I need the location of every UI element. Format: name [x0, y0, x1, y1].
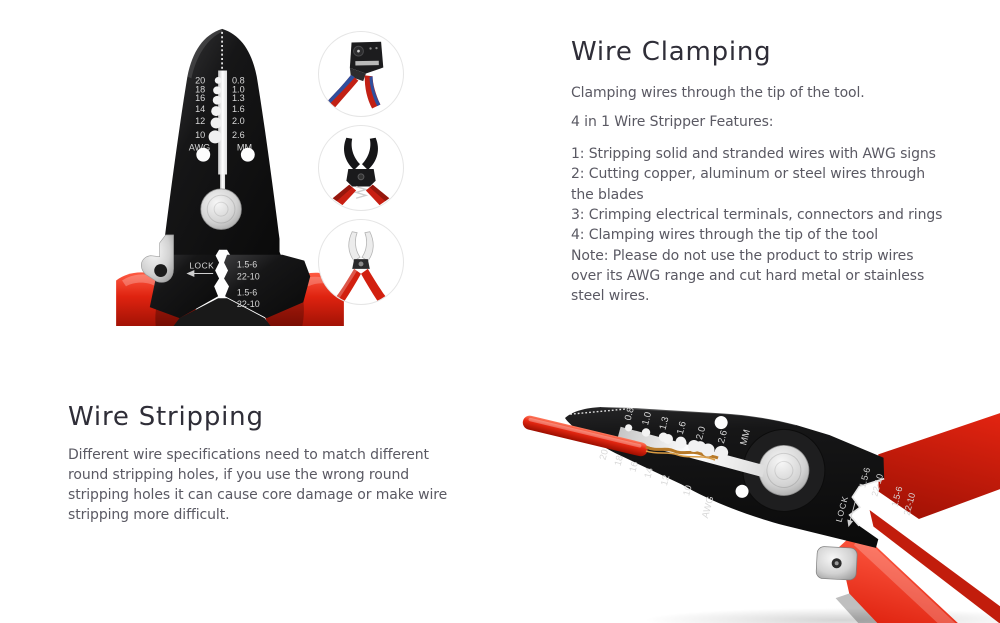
- feature-item: 3: Crimping electrical terminals, connec…: [571, 206, 943, 223]
- wire: [522, 415, 719, 461]
- red-handles: [835, 364, 1000, 623]
- lock-label: LOCK: [189, 261, 214, 271]
- mm-marking: 2.0: [232, 116, 245, 126]
- wire-clamping-title: Wire Clamping: [571, 37, 772, 67]
- rivet-hole: [714, 416, 728, 430]
- lock-arrow-icon: [186, 270, 214, 277]
- awg-marking: 10: [195, 130, 205, 140]
- mm-marking: 0.8: [232, 75, 245, 85]
- stripping-slot: [208, 70, 228, 193]
- range-markings: 1.5-6 22-10 1.5-6 22-10: [237, 260, 260, 310]
- wire-clamping-section: Wire Clamping Clamping wires through the…: [571, 36, 943, 306]
- diagonal-stripper-image: 0.8 1.0 1.3 1.6 2.0 2.6 MM 20 18 16 14 1…: [520, 348, 1000, 623]
- vertical-stripper-image: 20 18 16 14 12 10 AWG 0.8 1.0 1.3 1.6 2.…: [115, 21, 345, 326]
- range-marking: 22-10: [237, 299, 260, 309]
- mm-marking: 1.6: [675, 420, 689, 436]
- thumbnail-crimping-tool: [318, 31, 404, 117]
- mm-marking: 2.6: [716, 429, 730, 445]
- crimping-tool-photo-icon: [327, 41, 384, 109]
- mm-marking: 1.0: [232, 84, 245, 94]
- awg-marking: 14: [195, 104, 205, 114]
- features-heading: 4 in 1 Wire Stripper Features:: [571, 113, 774, 130]
- awg-marking: 12: [659, 474, 672, 487]
- wire-clamping-intro: Clamping wires through the tip of the to…: [571, 84, 865, 101]
- mm-marking: 1.0: [640, 411, 654, 427]
- mm-marking: 1.6: [232, 104, 245, 114]
- feature-note: Note: Please do not use the product to s…: [571, 247, 925, 305]
- mm-marking: 0.8: [623, 406, 637, 422]
- diagonal-cutter-photo-icon: [336, 231, 386, 302]
- lock-latch: [141, 234, 174, 283]
- feature-item: 1: Stripping solid and stranded wires wi…: [571, 146, 936, 163]
- wire-stripping-section: Wire Stripping Different wire specificat…: [68, 401, 470, 526]
- rivet-hole: [240, 147, 255, 162]
- mm-marking: 1.3: [232, 93, 245, 103]
- pivot-screw: [200, 188, 242, 230]
- rivet-hole: [196, 147, 211, 162]
- diagonal-stripper-illustration: 0.8 1.0 1.3 1.6 2.0 2.6 MM 20 18 16 14 1…: [522, 364, 1000, 623]
- awg-marking: 20: [598, 448, 611, 461]
- wire-stripping-body: Different wire specifications need to ma…: [68, 446, 448, 524]
- awg-marking: 12: [195, 116, 205, 126]
- thumbnail-wire-stripper: [318, 125, 404, 211]
- feature-item: 4: Clamping wires through the tip of the…: [571, 227, 879, 244]
- wire-stripper-photo-icon: [332, 137, 390, 206]
- mm-unit-label: MM: [738, 428, 753, 446]
- gauge-labels: 20 18 16 14 12 10 AWG 0.8 1.0 1.3 1.6 2.…: [189, 75, 252, 152]
- range-marking: 1.5-6: [237, 287, 257, 297]
- awg-marking: 10: [681, 484, 694, 497]
- range-marking: 1.5-6: [237, 260, 257, 270]
- awg-marking: 20: [195, 75, 205, 85]
- rivet-hole: [735, 484, 749, 498]
- lock-arrow-icon: [847, 501, 856, 528]
- gauge-labels: 0.8 1.0 1.3 1.6 2.0 2.6 MM 20 18 16 14 1…: [598, 406, 753, 519]
- mm-marking: 1.3: [657, 416, 671, 432]
- lower-jaw-right: [224, 254, 311, 319]
- lock-latch: [815, 546, 858, 581]
- features-list: 1: Stripping solid and stranded wires wi…: [571, 144, 943, 306]
- thumbnail-diagonal-cutter: [318, 219, 404, 305]
- mm-marking: 2.0: [694, 425, 708, 441]
- vertical-stripper-illustration: 20 18 16 14 12 10 AWG 0.8 1.0 1.3 1.6 2.…: [116, 28, 344, 326]
- mm-unit-label: MM: [237, 143, 252, 153]
- feature-item: 2: Cutting copper, aluminum or steel wir…: [571, 166, 926, 203]
- wire-stripping-title: Wire Stripping: [68, 402, 264, 432]
- awg-unit-label: AWG: [700, 495, 716, 519]
- awg-marking: 16: [195, 93, 205, 103]
- awg-unit-label: AWG: [189, 143, 210, 153]
- awg-marking: 18: [195, 84, 205, 94]
- awg-marking: 18: [613, 454, 626, 467]
- awg-marking: 14: [642, 466, 655, 479]
- awg-marking: 16: [628, 460, 641, 473]
- range-marking: 22-10: [237, 271, 260, 281]
- mm-marking: 2.6: [232, 130, 245, 140]
